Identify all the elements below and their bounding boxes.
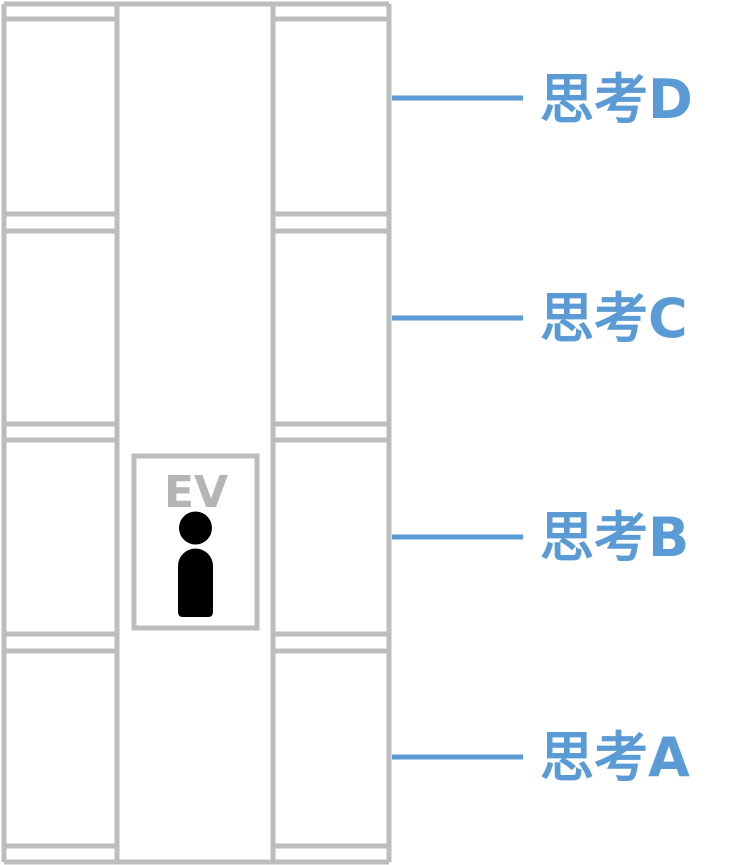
floor-callout-a: 思考A [392, 726, 690, 789]
person-icon [178, 511, 213, 617]
elevator-label: EV [164, 467, 228, 518]
building-structure [1, 1, 392, 865]
floor-slabs-left [4, 16, 117, 849]
elevator-car: EV [131, 453, 260, 631]
floor-callout-b: 思考B [392, 506, 689, 569]
floor-label-b: 思考B [540, 506, 689, 569]
floor-slabs-right [273, 16, 389, 849]
floor-label-c: 思考C [540, 287, 688, 350]
floor-label-a: 思考A [540, 726, 690, 789]
elevator-car-frame [131, 453, 260, 631]
floor-callout-d: 思考D [392, 68, 693, 131]
floor-label-d: 思考D [540, 68, 693, 131]
floor-callout-c: 思考C [392, 287, 688, 350]
